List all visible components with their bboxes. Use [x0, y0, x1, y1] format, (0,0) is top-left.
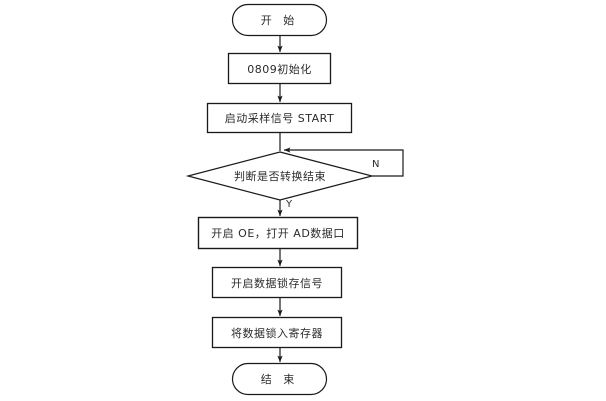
- node-decision-shape: [185, 151, 375, 201]
- node-latch-register-shape: [211, 316, 343, 349]
- edge-label-no: N: [372, 159, 380, 170]
- node-open-oe-shape: [197, 216, 359, 250]
- edge-decision-no-path: [283, 147, 404, 177]
- node-init-shape: [227, 52, 332, 85]
- node-start-shape: [231, 3, 328, 37]
- node-end-shape: [231, 362, 328, 396]
- node-start-sample-shape: [206, 102, 353, 134]
- node-latch-signal-shape: [211, 266, 343, 299]
- edge-label-yes: Y: [286, 199, 293, 210]
